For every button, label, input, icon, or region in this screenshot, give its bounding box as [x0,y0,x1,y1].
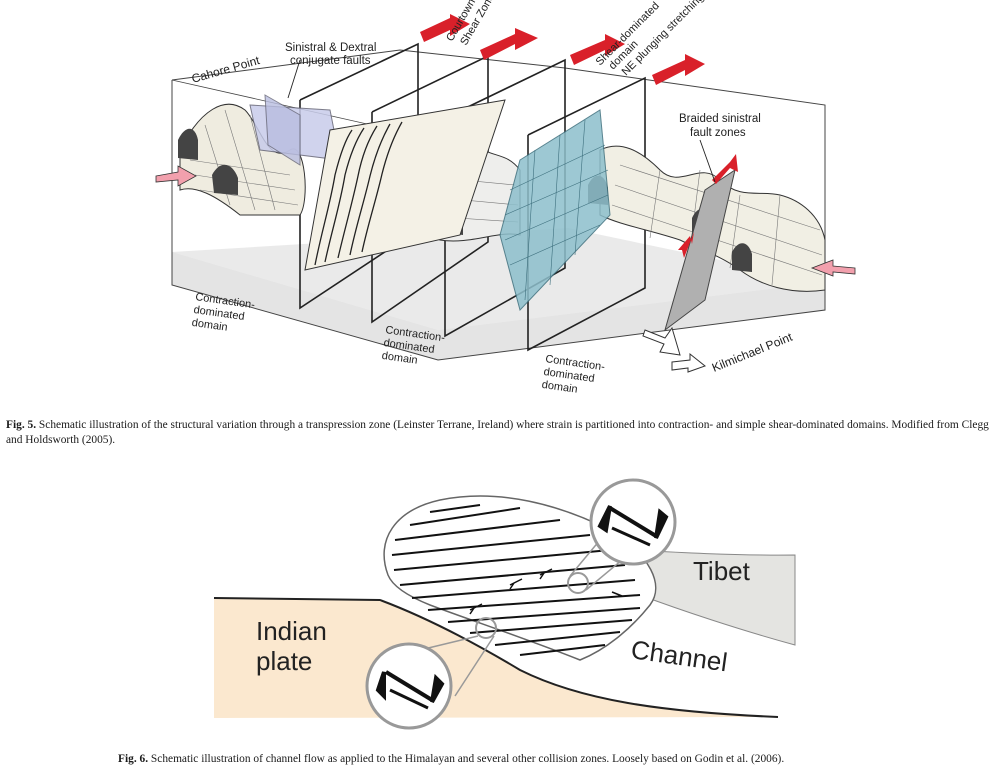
tibet-label: Tibet [693,556,751,586]
fault-arrow-lower [678,232,694,258]
zoom-circle-small-upper [567,572,589,594]
svg-text:domain: domain [191,317,228,334]
cleavage-lines [314,121,403,266]
block-outline [171,49,826,361]
compression-arrow-right [810,259,856,277]
figure-5-caption-label: Fig. 5. [6,419,37,431]
figure-6-caption: Fig. 6. Schematic illustration of channe… [118,752,998,767]
cleavage-block [304,99,506,271]
zoom-shear-arrows-upper [597,505,669,547]
indian-plate-label-1: Indian [256,616,327,646]
figure-6-caption-text: Schematic illustration of channel flow a… [150,753,785,765]
zoom-shear-arrows-lower [375,670,445,710]
stretch-arrow-2 [671,352,707,373]
fault-arrow-upper [712,154,738,184]
svg-text:domain: domain [381,350,418,367]
braided-fault-plane [664,168,736,332]
conjugate-faults-label-2: conjugate faults [290,55,371,67]
figure-5-caption: Fig. 5. Schematic illustration of the st… [6,418,1001,448]
braided-label-1: Braided sinistral [679,113,761,125]
indian-plate-label-2: plate [256,646,312,676]
channel-region [383,495,657,661]
indian-plate-region [214,598,778,718]
compression-arrow-left [155,165,197,187]
svg-text:domain: domain [541,379,578,396]
channel-label: Channel [629,634,729,677]
figure-6-caption-label: Fig. 6. [118,753,149,765]
zoom-circle-small-lower [475,617,497,639]
stretch-arrow [642,326,681,356]
figure-5-diagram: Cahore Point Sinistral & Dextral conjuga… [155,0,856,396]
braided-label-2: fault zones [690,127,746,139]
figure-5-caption-text: Schematic illustration of the structural… [6,419,989,446]
top-shear-arrows [420,14,705,85]
shear-sense-arrows [469,568,623,615]
conjugate-fault-plane-2 [264,94,301,166]
conjugate-faults-label-1: Sinistral & Dextral [285,42,376,54]
